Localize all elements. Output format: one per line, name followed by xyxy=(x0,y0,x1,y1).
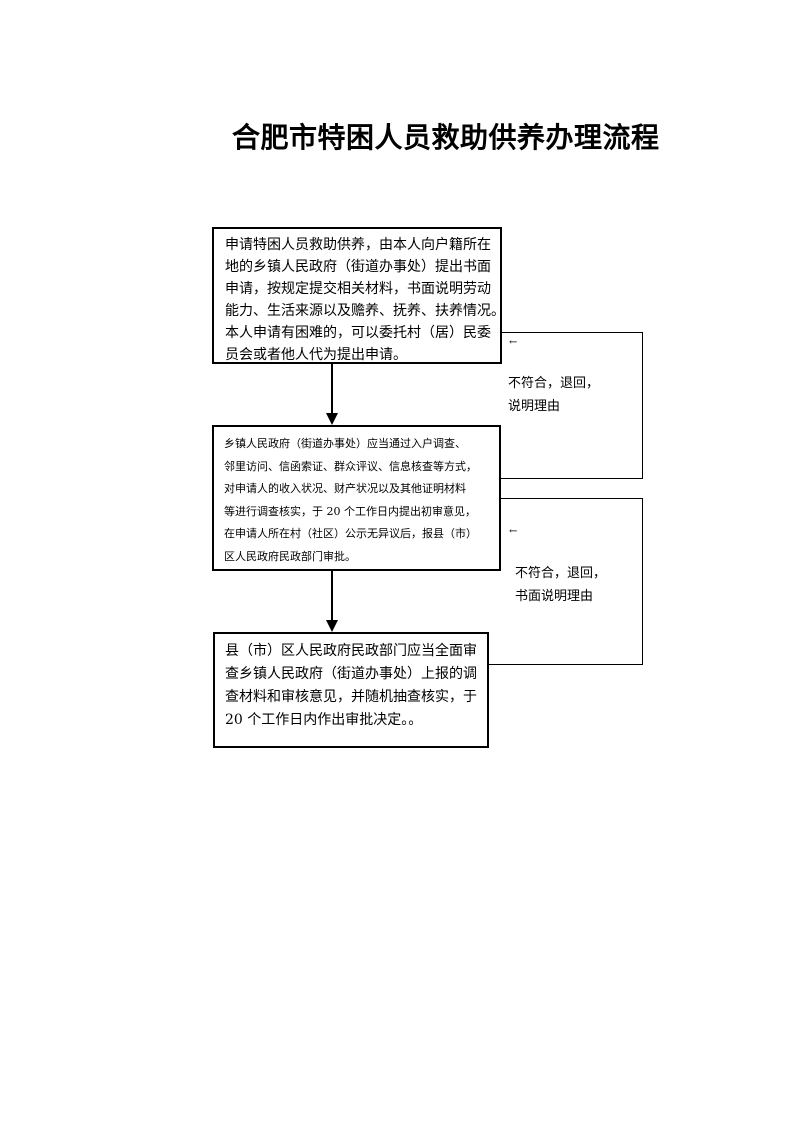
step-text-line: 查材料和审核意见，并随机抽查核实，于 xyxy=(225,689,477,705)
left-arrow-icon: ← xyxy=(509,337,518,348)
down-arrowhead-icon xyxy=(326,620,338,632)
step-2-box: 乡镇人民政府（街道办事处）应当通过入户调查、 邻里访问、信函索证、群众评议、信息… xyxy=(212,425,501,571)
return-label-2: 不符合，退回， 书面说明理由 xyxy=(515,562,606,608)
step-text-line: 县（市）区人民政府民政部门应当全面审 xyxy=(225,643,477,659)
step-text-line: 20 个工作日内作出审批决定。。 xyxy=(225,712,423,728)
return-loop-1-bottom xyxy=(501,478,643,479)
return-label-1: 不符合，退回， 说明理由 xyxy=(508,372,599,418)
down-arrow-2-line xyxy=(331,571,333,623)
return-label-line: 不符合，退回， xyxy=(508,376,600,391)
return-loop-1-top xyxy=(501,332,643,333)
down-arrow-1-line xyxy=(331,364,333,416)
step-text-line: 在申请人所在村（社区）公示无异议后，报县（市） xyxy=(224,527,477,540)
return-label-line: 不符合，退回， xyxy=(515,566,607,581)
step-text-line: 区人民政府民政部门审批。 xyxy=(224,549,356,563)
step-text-line: 等进行调查核实，于 20 个工作日内提出初审意见， xyxy=(224,504,476,518)
step-text-line: 申请特困人员救助供养，由本人向户籍所在 xyxy=(225,237,491,253)
step-text-line: 员会或者他人代为提出申请。 xyxy=(225,347,407,363)
return-label-line: 说明理由 xyxy=(508,399,561,414)
step-text-line: 本人申请有困难的，可以委托村（居）民委 xyxy=(225,325,491,341)
step-text-line: 地的乡镇人民政府（街道办事处）提出书面 xyxy=(225,259,491,275)
step-text-line: 申请，按规定提交相关材料，书面说明劳动 xyxy=(225,281,491,297)
return-label-line: 书面说明理由 xyxy=(515,589,594,604)
return-loop-1-side xyxy=(642,332,643,479)
step-3-box: 县（市）区人民政府民政部门应当全面审 查乡镇人民政府（街道办事处）上报的调 查材… xyxy=(213,632,489,748)
return-loop-2-top xyxy=(501,498,643,499)
left-arrow-icon: ← xyxy=(509,526,518,537)
step-text-line: 查乡镇人民政府（街道办事处）上报的调 xyxy=(225,666,477,682)
return-loop-2-bottom xyxy=(489,664,643,665)
step-text-line: 对申请人的收入状况、财产状况以及其他证明材料 xyxy=(224,482,466,495)
step-text-line: 能力、生活来源以及赡养、抚养、扶养情况。 xyxy=(225,303,505,319)
step-text-line: 乡镇人民政府（街道办事处）应当通过入户调查、 xyxy=(224,437,466,450)
return-loop-2-side xyxy=(642,498,643,665)
step-1-box: 申请特困人员救助供养，由本人向户籍所在 地的乡镇人民政府（街道办事处）提出书面 … xyxy=(212,227,505,364)
down-arrowhead-icon xyxy=(326,413,338,425)
step-text-line: 邻里访问、信函索证、群众评议、信息核查等方式， xyxy=(224,459,477,473)
page-title: 合肥市特困人员救助供养办理流程 xyxy=(232,121,660,154)
